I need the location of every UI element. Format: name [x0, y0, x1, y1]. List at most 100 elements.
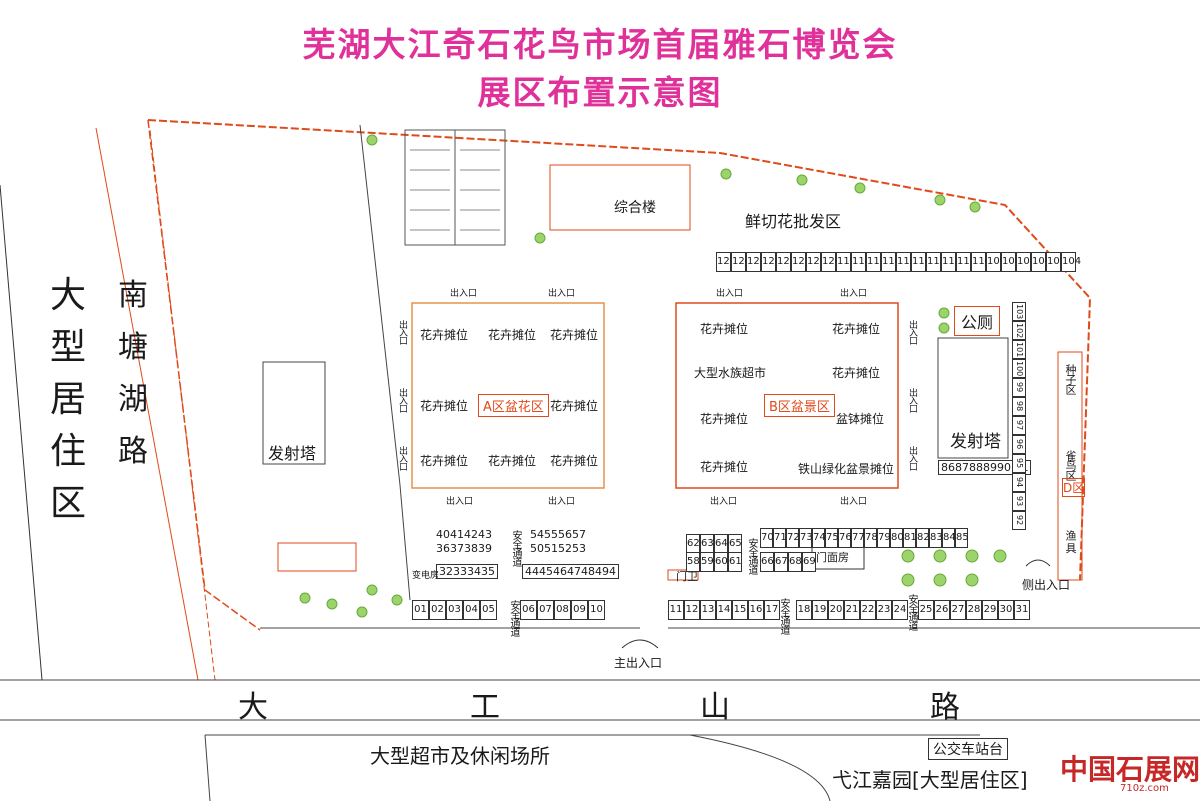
- a-flower-stall-6: 花卉摊位: [420, 454, 469, 468]
- stall-number: 76: [838, 528, 852, 548]
- stall-number: 73: [799, 528, 813, 548]
- stall-number: 125: [746, 252, 766, 272]
- stall-number: 105: [1046, 252, 1066, 272]
- a-zone-label: A区盆花区: [478, 394, 549, 417]
- stall-number: 92: [1012, 511, 1026, 530]
- tower-right-label: 发射塔: [950, 432, 1001, 452]
- exit-b-top-2: 出入口: [840, 289, 868, 299]
- safety-passage-5: 安全通道: [906, 594, 917, 630]
- stall-number: 98: [1012, 397, 1026, 416]
- tower-left-label: 发射塔: [268, 444, 317, 463]
- stall-number: 114: [911, 252, 931, 272]
- dagongshan-road-char-1: 大: [238, 690, 268, 725]
- stall-number: 85: [955, 528, 969, 548]
- left-residential-label: 大型 居住 区: [50, 275, 87, 524]
- stall-number: 97: [1012, 416, 1026, 435]
- exit-a-bottom-1: 出入口: [446, 497, 474, 507]
- stall-number: 75: [825, 528, 839, 548]
- stall-number: 94: [1012, 473, 1026, 492]
- stall-number: 78: [864, 528, 878, 548]
- stall-number: 124: [761, 252, 781, 272]
- stall-row-86-91: 8687888990 91: [938, 460, 1032, 475]
- dagongshan-road-char-4: 路: [930, 690, 960, 725]
- a-flower-stall-3: 花卉摊位: [550, 328, 599, 342]
- b-flower-stall-5: 花卉摊位: [700, 460, 749, 474]
- stall-number: 127: [716, 252, 736, 272]
- stall-number: 121: [806, 252, 826, 272]
- a-flower-stall-5: 花卉摊位: [550, 399, 599, 413]
- toilet-label: 公厕: [954, 306, 1001, 336]
- map-title-line1: 芜湖大江奇石花鸟市场首届雅石博览会: [302, 25, 898, 64]
- stall-number: 123: [776, 252, 796, 272]
- stall-number: 126: [731, 252, 751, 272]
- exit-a-bottom-2: 出入口: [548, 497, 576, 507]
- d-zone-label: D区: [1062, 478, 1086, 497]
- b-flower-stall-1: 花卉摊位: [700, 322, 749, 336]
- stall-number: 82: [916, 528, 930, 548]
- stall-number: 70: [760, 528, 774, 548]
- stall-number: 96: [1012, 435, 1026, 454]
- seed-zone-label: 种子区: [1064, 364, 1077, 394]
- stall-number: 81: [903, 528, 917, 548]
- stall-number: 99: [1012, 378, 1026, 397]
- safety-passage-3: 安全通道: [746, 538, 757, 574]
- stall-number: 74: [812, 528, 826, 548]
- b-zone-label: B区盆景区: [764, 394, 835, 417]
- exit-b-right-2: 出入口: [907, 388, 917, 412]
- stall-number: 104: [1061, 252, 1081, 272]
- stall-number: 118: [851, 252, 871, 272]
- stall-number: 103: [1012, 302, 1026, 321]
- stall-row-50-53: 50515253: [530, 542, 586, 555]
- safety-passage-1: 安全通道: [510, 530, 521, 566]
- exit-b-right-1: 出入口: [907, 320, 917, 344]
- stall-number: 109: [986, 252, 1006, 272]
- stall-row-54-57: 54555657: [530, 528, 586, 541]
- b-flower-stall-2: 花卉摊位: [832, 322, 881, 336]
- exit-a-left-3: 出入口: [397, 446, 407, 470]
- fresh-flowers-label: 鲜切花批发区: [745, 212, 842, 231]
- safety-passage-4: 安全通道: [778, 598, 789, 634]
- exit-a-top-2: 出入口: [548, 289, 576, 299]
- complex-building-label: 综合楼: [614, 197, 656, 217]
- a-flower-stall-7: 花卉摊位: [488, 454, 537, 468]
- dagongshan-road-char-2: 工: [470, 690, 500, 725]
- nantang-road-label: 南塘 湖路: [118, 278, 148, 469]
- supermarket-label: 大型超市及休闲场所: [370, 744, 550, 768]
- stall-number: 120: [821, 252, 841, 272]
- map-title-line2: 展区布置示意图: [477, 73, 723, 112]
- stall-number: 111: [956, 252, 976, 272]
- stall-number: 101: [1012, 340, 1026, 359]
- stall-number: 110: [971, 252, 991, 272]
- stall-number: 100: [1012, 359, 1026, 378]
- b-flower-stall-3: 花卉摊位: [832, 366, 881, 380]
- stall-number: 117: [866, 252, 886, 272]
- stall-number: 122: [791, 252, 811, 272]
- fish-gear-label: 渔 具: [1064, 530, 1077, 553]
- a-flower-stall-4: 花卉摊位: [420, 399, 469, 413]
- stall-row-40-43: 40414243: [436, 528, 492, 541]
- stall-number: 77: [851, 528, 865, 548]
- exit-b-bottom-2: 出入口: [840, 497, 868, 507]
- stall-number: 115: [896, 252, 916, 272]
- stall-row-36-39: 36373839: [436, 542, 492, 555]
- watermark-url: 710z.com: [1120, 783, 1169, 794]
- dagongshan-road-char-3: 山: [700, 690, 730, 725]
- stall-number: 116: [881, 252, 901, 272]
- substation-label: 变电房: [412, 571, 440, 581]
- bus-stop-label: 公交车站台: [928, 738, 1008, 760]
- stall-number: 112: [941, 252, 961, 272]
- stall-number: 106: [1031, 252, 1051, 272]
- stall-row-44-49: 4445464748494: [522, 564, 619, 579]
- main-entrance-label: 主出入口: [614, 656, 663, 670]
- stall-number: 71: [773, 528, 787, 548]
